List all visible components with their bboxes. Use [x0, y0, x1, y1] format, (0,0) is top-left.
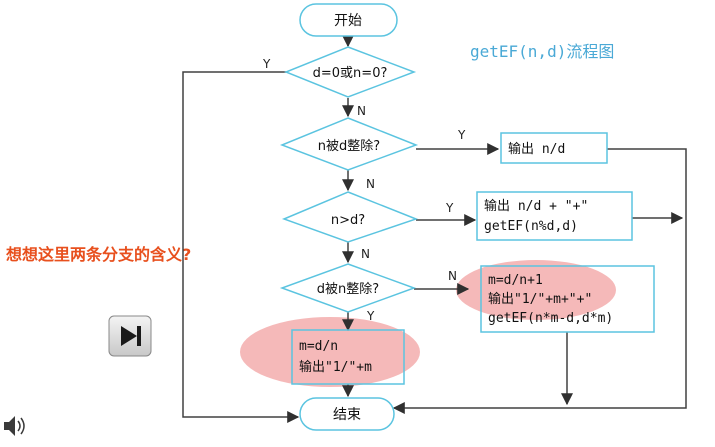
skip-forward-icon	[121, 326, 141, 346]
decision-zero-check-label: d=0或n=0?	[313, 66, 388, 81]
edge-label-d2-no: N	[366, 177, 375, 191]
process-final-term-line1: m=d/n	[299, 339, 338, 354]
decision-n-greater-d-label: n>d?	[331, 213, 365, 228]
edge-label-d1-yes: Y	[262, 57, 271, 71]
connectors	[182, 35, 687, 423]
edge-label-d3-no: N	[361, 247, 370, 261]
decision-n-divisible-label: n被d整除?	[318, 139, 380, 154]
process-output-and-recurse-line1: 输出 n/d + "+"	[484, 198, 588, 214]
edge-label-d2-yes: Y	[457, 128, 466, 142]
decision-zero-check: d=0或n=0?	[283, 46, 417, 98]
edge-labels: Y N Y N Y N N Y	[262, 57, 466, 323]
end-label: 结束	[333, 407, 361, 423]
process-output-and-recurse: 输出 n/d + "+" getEF(n%d,d)	[476, 191, 633, 241]
process-output-quotient: 输出 n/d	[500, 132, 608, 164]
decision-n-divisible: n被d整除?	[279, 117, 419, 171]
process-output-and-recurse-line2: getEF(n%d,d)	[484, 219, 578, 234]
decision-d-divisible-label: d被n整除?	[317, 282, 379, 297]
edge-label-d1-no: N	[357, 104, 366, 118]
diagram-title: getEF(n,d)流程图	[470, 42, 614, 61]
question-text: 想想这里两条分支的含义?	[5, 245, 191, 264]
skip-forward-button[interactable]	[108, 315, 152, 357]
edge-label-d3-yes: Y	[445, 201, 454, 215]
process-final-term-line2: 输出"1/"+m	[299, 359, 372, 375]
speaker-icon[interactable]	[4, 416, 25, 436]
process-egyptian-fraction-step-line3: getEF(n*m-d,d*m)	[488, 311, 613, 326]
process-egyptian-fraction-step-line1: m=d/n+1	[488, 273, 543, 288]
highlight-ellipse-right	[456, 260, 616, 320]
start-label: 开始	[334, 13, 362, 29]
edge-label-d4-no: N	[448, 269, 457, 283]
highlight-ellipse-bottom	[240, 317, 420, 387]
end-terminal: 结束	[299, 397, 395, 431]
decision-d-divisible: d被n整除?	[279, 263, 417, 313]
edge-label-d4-yes: Y	[366, 309, 375, 323]
start-terminal: 开始	[299, 3, 398, 37]
decision-n-greater-d: n>d?	[281, 191, 419, 243]
process-final-term: m=d/n 输出"1/"+m	[291, 329, 405, 385]
process-egyptian-fraction-step-line2: 输出"1/"+m+"+"	[488, 291, 592, 307]
process-output-quotient-label: 输出 n/d	[508, 141, 565, 157]
process-egyptian-fraction-step: m=d/n+1 输出"1/"+m+"+" getEF(n*m-d,d*m)	[480, 265, 655, 333]
